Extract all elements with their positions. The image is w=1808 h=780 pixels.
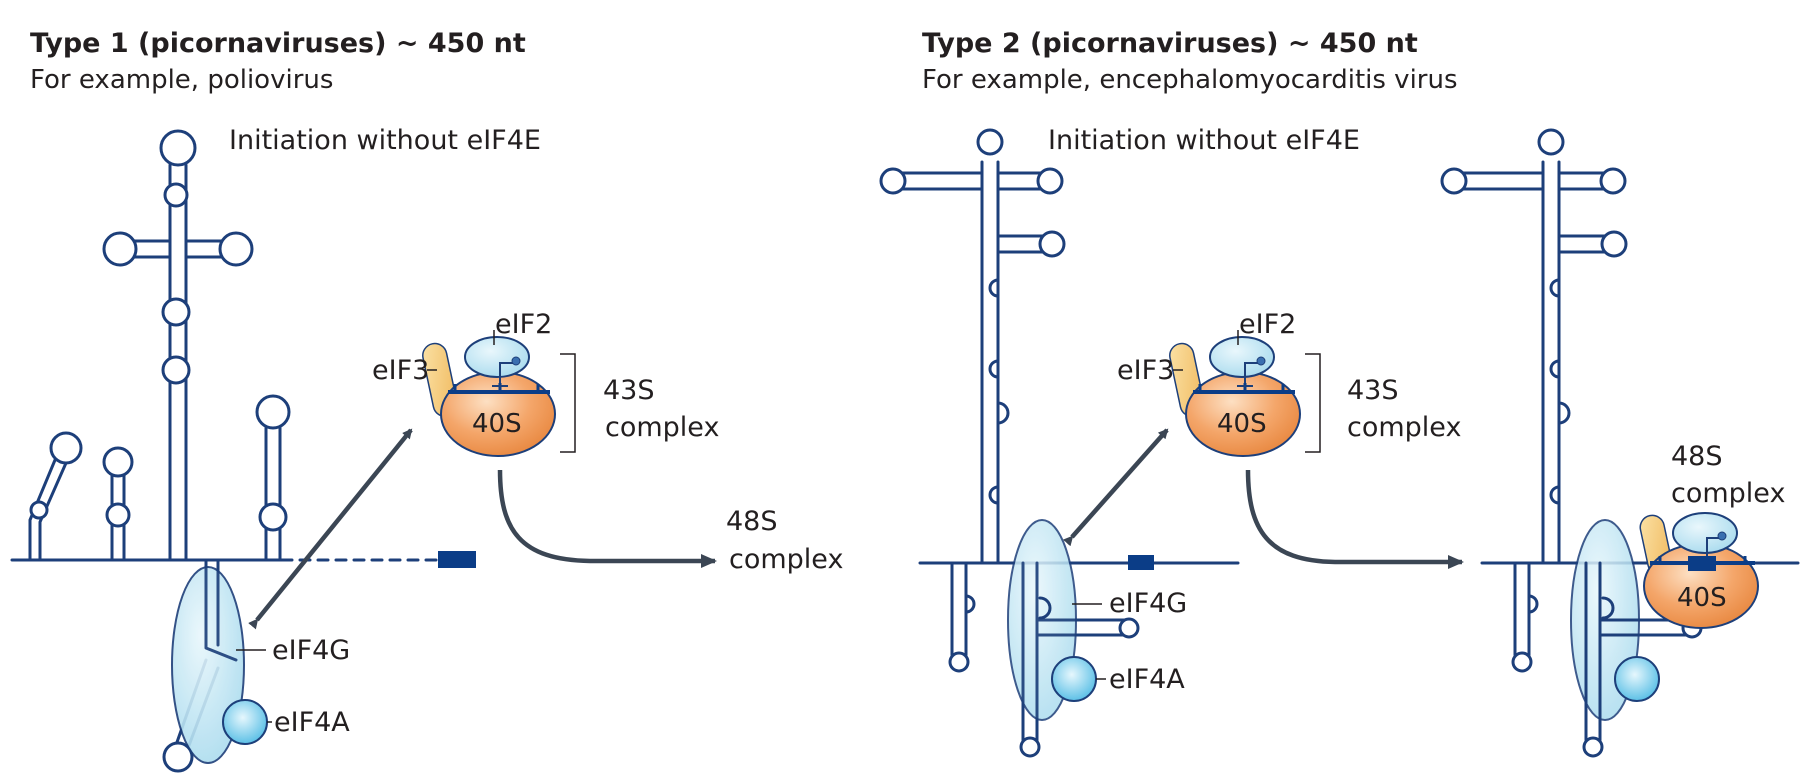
panel-type2: Type 2 (picornaviruses) ~ 450 nt For exa… (879, 28, 1800, 758)
eif4g-label: eIF4G (1109, 588, 1187, 619)
ribosome-label: 40S (1217, 409, 1267, 439)
start-codon-box (1128, 555, 1154, 570)
eif4g-eif4a-complex: eIF4G eIF4A (1007, 519, 1187, 742)
panel-subtitle: For example, poliovirus (30, 65, 333, 95)
eif2-label: eIF2 (495, 309, 552, 340)
complex48-line2: complex (1671, 478, 1785, 509)
complex-43s: 40S eIF2 eIF3 43S complex (1117, 309, 1461, 457)
complex-43s: 40S eIF2 eIF3 43S complex (372, 309, 719, 457)
panel-title: Type 2 (picornaviruses) ~ 450 nt (922, 28, 1418, 59)
eif3-label: eIF3 (372, 355, 429, 386)
bracket-43s (560, 353, 576, 453)
panel-subtitle: For example, encephalomyocarditis virus (922, 65, 1458, 95)
eif2-shape (464, 336, 530, 378)
start-codon-box (438, 551, 476, 568)
complex48-line2: complex (729, 544, 843, 575)
eif2-label: eIF2 (1239, 309, 1296, 340)
binding-arrow (248, 428, 413, 630)
complex43-line2: complex (1347, 412, 1461, 443)
panel-type1: Type 1 (picornaviruses) ~ 450 nt For exa… (10, 28, 843, 773)
complex48-line1: 48S (726, 506, 778, 537)
eif4a-label: eIF4A (1109, 664, 1185, 695)
eif4a-label: eIF4A (274, 707, 350, 738)
ribosome-bound-label: 40S (1677, 583, 1727, 613)
complex43-line2: complex (605, 412, 719, 443)
assembly-arrow (497, 469, 717, 568)
initiation-note: Initiation without eIF4E (229, 125, 541, 156)
assembly-arrow (1245, 469, 1464, 569)
initiation-note: Initiation without eIF4E (1048, 125, 1360, 156)
complex48-line1: 48S (1671, 441, 1723, 472)
ribosome-label: 40S (472, 409, 522, 439)
binding-arrow (1062, 428, 1169, 547)
complex43-line1: 43S (603, 375, 655, 406)
eif3-label: eIF3 (1117, 355, 1174, 386)
emcv-ires-48s: 40S 48S complex (1440, 128, 1800, 758)
eif4g-eif4a-complex: eIF4G eIF4A (171, 560, 350, 764)
complex43-line1: 43S (1347, 375, 1399, 406)
bracket-43s (1305, 353, 1321, 453)
eif4a-shape (222, 699, 268, 745)
panel-title: Type 1 (picornaviruses) ~ 450 nt (30, 28, 526, 59)
eif4a-shape (1051, 656, 1097, 702)
eif2-shape (1209, 336, 1275, 378)
eif4g-label: eIF4G (272, 635, 350, 666)
